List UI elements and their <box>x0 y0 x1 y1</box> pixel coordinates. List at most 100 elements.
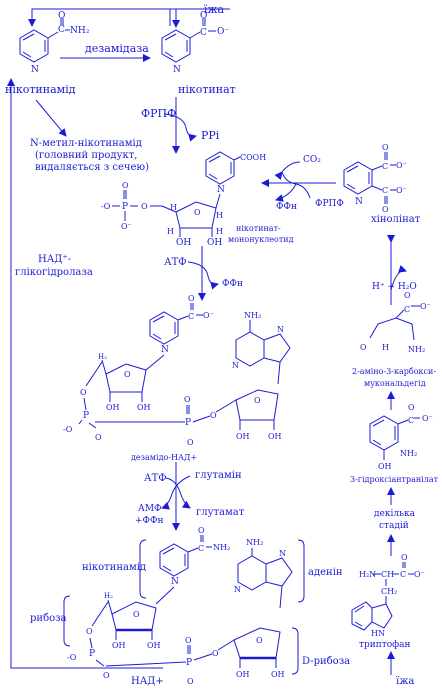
svg-text:N: N <box>161 345 169 355</box>
ribose-label: рибоза <box>30 613 67 624</box>
nicotinate-structure: C O O⁻ N <box>161 11 229 75</box>
svg-text:H: H <box>170 203 177 212</box>
svg-text:O: O <box>141 202 148 211</box>
svg-text:CH: CH <box>381 570 394 579</box>
nicotinamide-bracket <box>139 539 147 599</box>
nmn-label-2: мононуклеотид <box>228 235 294 244</box>
methylation-arrow <box>35 99 67 137</box>
hydroxyanthranilate-structure: C O⁻ O NH₂ OH <box>369 403 433 471</box>
svg-text:OH: OH <box>378 462 392 471</box>
svg-text:OH: OH <box>106 403 120 412</box>
glycohydrolase-label-2: глікогідролаза <box>15 267 93 278</box>
nicotinamide-structure: C O NH₂ N <box>19 11 90 75</box>
svg-text:P: P <box>122 202 128 212</box>
several-steps-label-2: стадій <box>379 521 409 531</box>
deamidase-label: дезамідаза <box>85 42 149 55</box>
svg-text:O: O <box>404 291 411 300</box>
d-ribose-label: D-рибоза <box>302 656 350 667</box>
svg-text:P: P <box>185 418 191 428</box>
svg-text:O: O <box>184 395 191 404</box>
nicotinamide-part-label: нікотинамід <box>82 562 146 573</box>
ffn-release-arrow-1 <box>275 183 297 202</box>
svg-text:O: O <box>194 208 201 217</box>
nad-recycle-arrow <box>7 78 163 669</box>
svg-text:N: N <box>355 197 363 207</box>
svg-text:H: H <box>382 343 389 352</box>
svg-text:O: O <box>360 343 367 352</box>
svg-text:C: C <box>400 570 406 579</box>
svg-text:O: O <box>122 181 129 190</box>
svg-text:H₂: H₂ <box>104 592 113 600</box>
amf-label: АМФ <box>138 504 162 514</box>
svg-text:H₂: H₂ <box>98 353 107 361</box>
ppi-label: PPі <box>201 129 220 142</box>
svg-text:O: O <box>103 671 110 680</box>
svg-text:OH: OH <box>236 670 250 679</box>
adenine-label: аденін <box>308 567 343 578</box>
svg-text:N: N <box>173 65 181 75</box>
svg-text:O: O <box>133 610 140 619</box>
n-methyl-label-2: (головний продукт, <box>35 150 137 161</box>
nad-plus-label: НАД+ <box>131 676 164 687</box>
svg-text:NH₂: NH₂ <box>400 449 417 458</box>
ffn-label-2: ФФн <box>222 279 243 289</box>
svg-text:HN: HN <box>371 629 385 638</box>
svg-text:O: O <box>200 11 207 21</box>
quinolinate-structure: C O O⁻ C O O⁻ N <box>343 143 407 214</box>
svg-text:O: O <box>401 553 408 562</box>
h-h2o-label: H⁺ + H₂O <box>372 282 417 292</box>
svg-text:O⁻: O⁻ <box>121 222 132 231</box>
svg-text:N: N <box>234 585 241 594</box>
tryptophan-structure: H₂N CH C O O⁻ CH₂ HN <box>351 553 425 638</box>
svg-text:N: N <box>232 361 239 370</box>
ffn-label-1: ФФн <box>276 202 297 212</box>
svg-text:H₂N: H₂N <box>359 570 376 579</box>
tryptophan-label: триптофан <box>359 640 411 650</box>
svg-text:P: P <box>89 649 95 659</box>
svg-text:NH₂: NH₂ <box>246 538 263 547</box>
ppi-release-arrow <box>163 113 197 142</box>
svg-text:OH: OH <box>176 238 191 248</box>
svg-text:CH₂: CH₂ <box>381 587 397 596</box>
h2o-release-arrow <box>390 264 407 291</box>
svg-text:C: C <box>198 544 204 553</box>
amide-c: C <box>58 25 65 35</box>
svg-text:O: O <box>254 396 261 405</box>
amino-muconic-label-2: мукональдегід <box>364 379 426 388</box>
atp-label-2: АТФ <box>144 473 167 484</box>
amino-muconic-structure: C O⁻ O NH₂ O H <box>360 291 431 354</box>
ribose-bracket <box>63 595 71 647</box>
glutamate-label: глутамат <box>196 507 245 518</box>
pyridine-n-1: N <box>31 65 39 75</box>
n-methyl-label-1: N-метил-нікотинамід <box>30 138 142 149</box>
svg-text:N: N <box>171 577 179 587</box>
svg-text:OH: OH <box>207 238 222 248</box>
svg-text:O: O <box>187 677 194 686</box>
svg-text:O: O <box>86 627 93 636</box>
svg-text:O: O <box>185 636 192 645</box>
ffn-release-arrow-2 <box>187 261 219 290</box>
svg-text:P: P <box>186 658 192 668</box>
svg-text:C: C <box>382 162 388 171</box>
glutamine-label: глутамін <box>195 470 242 481</box>
svg-text:O: O <box>382 205 389 214</box>
svg-text:-O: -O <box>101 202 111 211</box>
nicotinate-label: нікотинат <box>178 83 236 96</box>
svg-text:O: O <box>187 438 194 447</box>
svg-text:H: H <box>167 227 174 236</box>
glycohydrolase-label-1: НАД⁺- <box>38 254 71 265</box>
svg-text:O: O <box>188 294 195 303</box>
svg-text:O: O <box>95 433 102 442</box>
svg-text:-O: -O <box>63 425 73 434</box>
several-steps-label-1: декілька <box>374 509 416 519</box>
svg-text:O: O <box>210 411 217 420</box>
svg-text:N: N <box>217 185 225 195</box>
co2-release-arrow <box>274 161 301 180</box>
svg-text:OH: OH <box>268 432 282 441</box>
svg-text:O: O <box>124 370 131 379</box>
svg-text:O: O <box>408 403 415 412</box>
food-to-nicotinate-arrow <box>172 8 230 28</box>
svg-text:-O: -O <box>67 653 77 662</box>
nmn-label-1: нікотинат- <box>236 224 281 233</box>
